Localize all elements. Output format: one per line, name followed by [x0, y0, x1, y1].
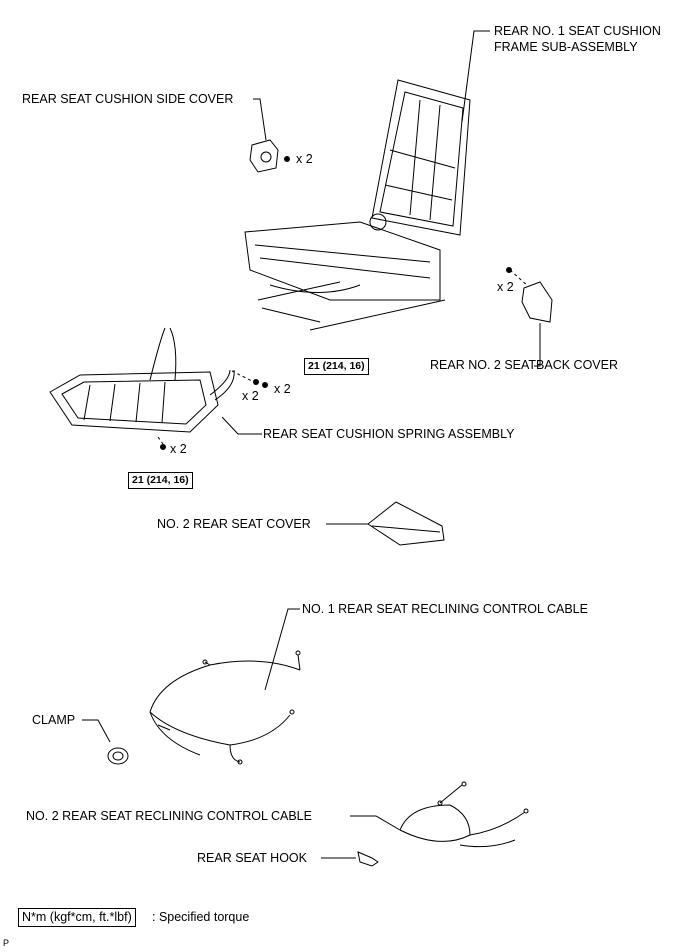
- seatback-cover-sketch: [506, 267, 553, 323]
- torque-box-upper: 21 (214, 16): [304, 358, 369, 375]
- spring-qty-right: x 2: [274, 382, 291, 396]
- spring-assembly-label: REAR SEAT CUSHION SPRING ASSEMBLY: [263, 427, 515, 441]
- cable1-sketch: [149, 650, 301, 765]
- spring-assembly-sketch: [49, 327, 268, 450]
- side-cover-sketch: [249, 139, 290, 173]
- rear-seat-cover-sketch: [367, 501, 445, 546]
- seat-cover-label: NO. 2 REAR SEAT COVER: [157, 517, 311, 531]
- spring-qty-left: x 2: [242, 389, 259, 403]
- legend-description: : Specified torque: [152, 910, 250, 924]
- seatback-cover-label: REAR NO. 2 SEATBACK COVER: [430, 358, 619, 372]
- cable1-label: NO. 1 REAR SEAT RECLINING CONTROL CABLE: [302, 602, 588, 616]
- frame-label-line2: FRAME SUB-ASSEMBLY: [494, 40, 638, 54]
- leader-lines: [82, 30, 541, 859]
- hook-sketch: [357, 851, 379, 867]
- legend-unit-box: N*m (kgf*cm, ft.*lbf): [18, 908, 136, 927]
- frame-label-line1: REAR NO. 1 SEAT CUSHION: [494, 24, 661, 38]
- torque-box-lower: 21 (214, 16): [128, 472, 193, 489]
- spring-qty-bottom: x 2: [170, 442, 187, 456]
- cable2-label: NO. 2 REAR SEAT RECLINING CONTROL CABLE: [26, 809, 312, 823]
- side-cover-qty: x 2: [296, 152, 313, 166]
- side-cover-label: REAR SEAT CUSHION SIDE COVER: [22, 92, 234, 106]
- clamp-label: CLAMP: [32, 713, 76, 727]
- cable2-sketch: [399, 781, 529, 848]
- hook-label: REAR SEAT HOOK: [197, 851, 307, 865]
- clamp-sketch: [107, 747, 129, 765]
- seat-frame-sketch: [244, 79, 471, 331]
- corner-mark: P: [3, 938, 10, 948]
- seatback-qty: x 2: [497, 280, 514, 294]
